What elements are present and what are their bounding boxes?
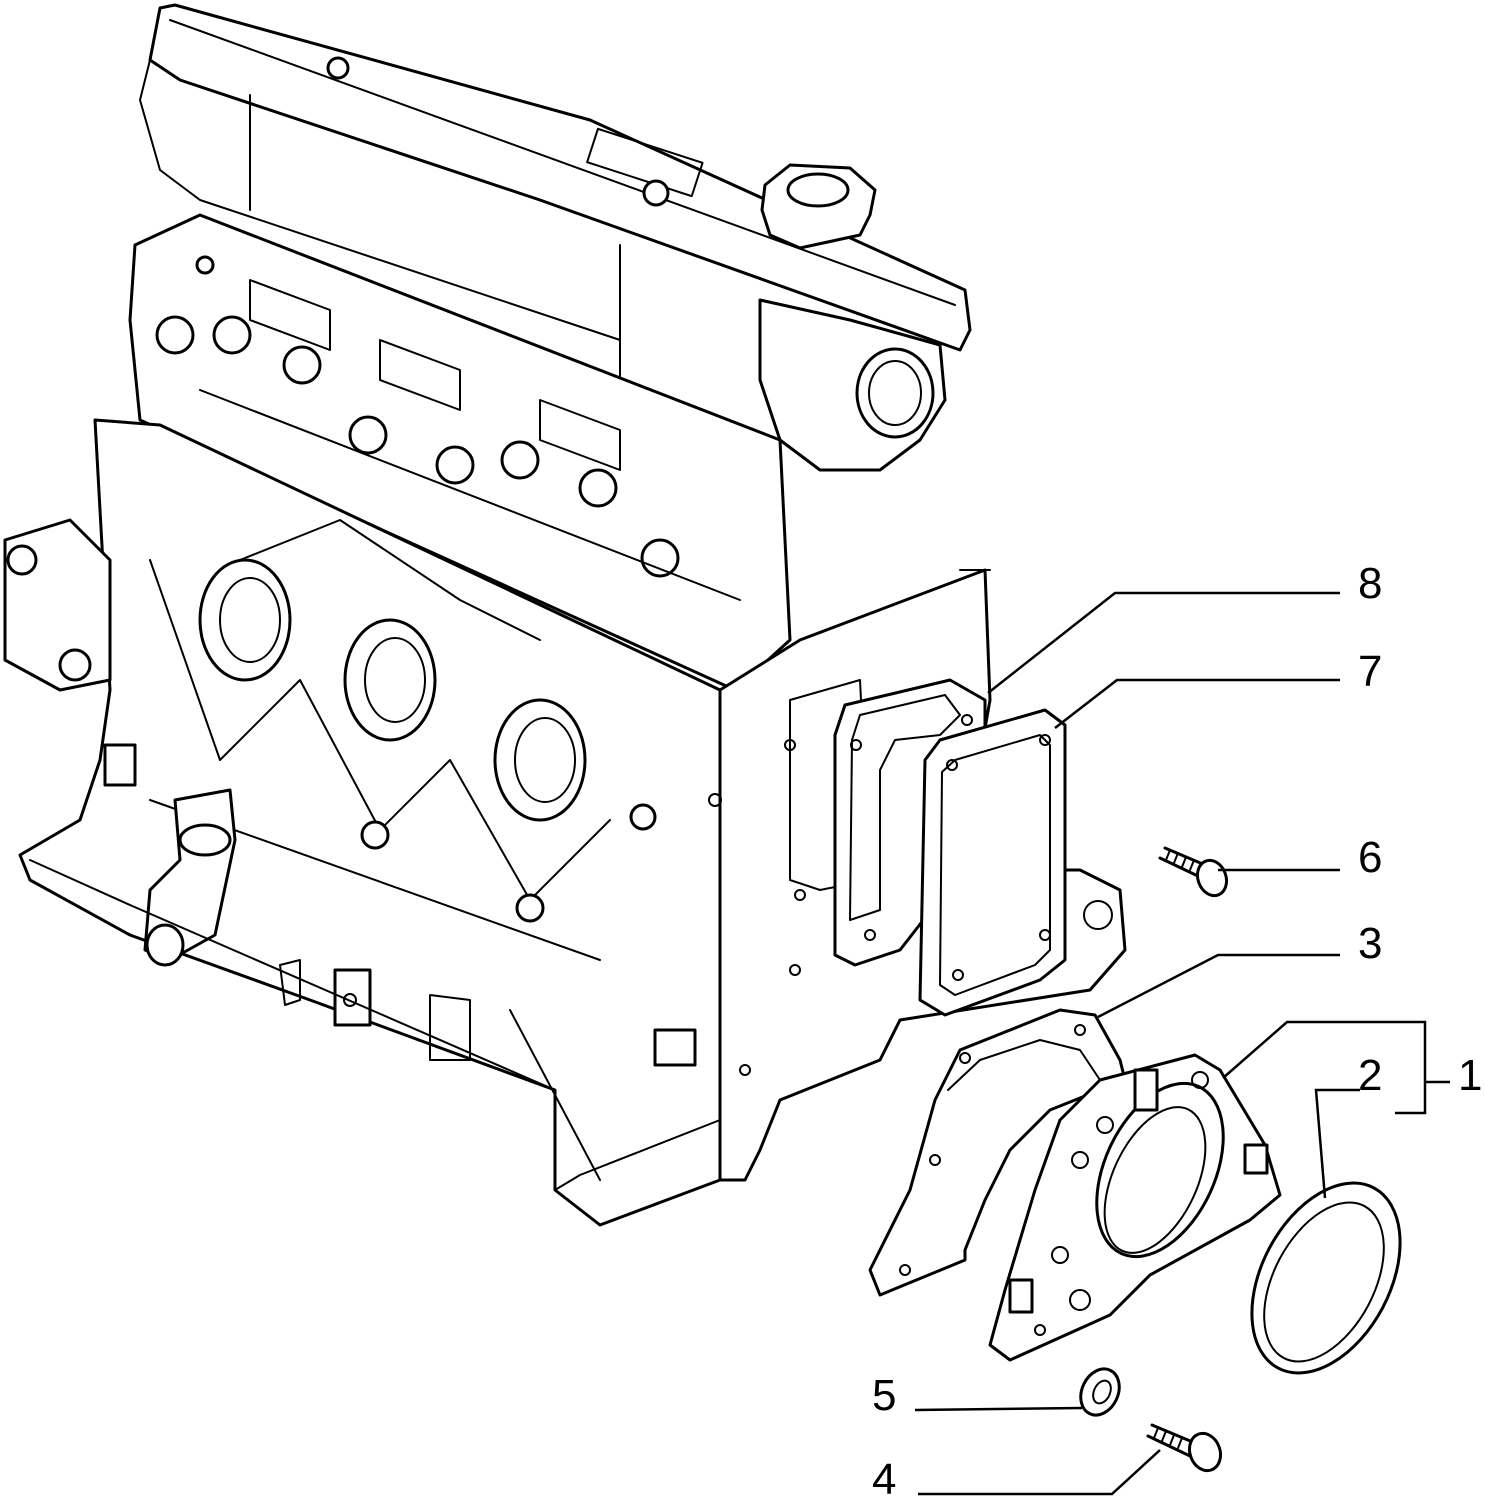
- part-2-oil-seal: [1250, 1181, 1402, 1375]
- part-6-bolt: [1158, 846, 1229, 898]
- callout-3: 3: [1358, 919, 1382, 968]
- thermostat-housing: [758, 298, 947, 472]
- callout-4: 4: [872, 1455, 896, 1499]
- callout-8: 8: [1358, 559, 1382, 608]
- callout-5: 5: [872, 1371, 896, 1420]
- leader-lines: [914, 591, 1450, 1496]
- oil-fitting: [143, 788, 237, 967]
- leader-7: [1054, 678, 1340, 729]
- leader-5: [914, 1406, 1083, 1412]
- part-3-rear-gasket: [868, 1008, 1127, 1297]
- engine-block: [3, 3, 1127, 1227]
- callout-6: 6: [1358, 833, 1382, 882]
- callout-1: 1: [1458, 1051, 1482, 1100]
- part-1-seal-carrier: [988, 1053, 1282, 1362]
- leader-1: [1222, 1020, 1427, 1115]
- leader-2: [1314, 1088, 1360, 1199]
- part-7-cover-plate: [918, 708, 1067, 1017]
- leader-4: [918, 1449, 1161, 1496]
- leader-8: [987, 591, 1340, 694]
- callout-2: 2: [1358, 1051, 1382, 1100]
- oil-filler-cap: [760, 163, 877, 250]
- leader-3: [1097, 953, 1340, 1019]
- callout-7: 7: [1358, 647, 1382, 696]
- part-4-bolt: [1146, 1423, 1223, 1473]
- callout-labels: 8 7 6 3 1 2 5 4: [872, 559, 1482, 1499]
- part-5-washer: [1079, 1367, 1121, 1417]
- cylinder-head: [128, 213, 792, 692]
- valve-cover: [148, 3, 972, 352]
